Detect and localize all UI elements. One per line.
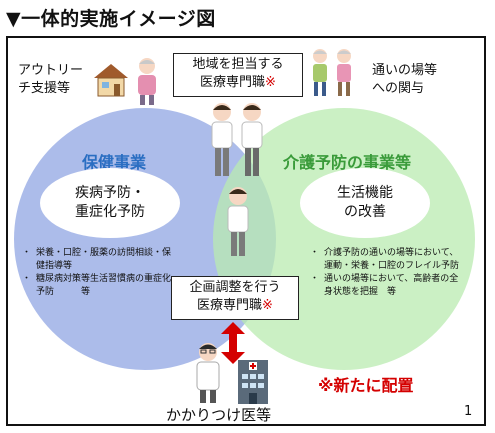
new-assignment-note: ※新たに配置 <box>318 376 414 395</box>
regional-box-line1: 地域を担当する <box>192 57 284 72</box>
disease-prevention-line: 重症化予防 <box>75 204 145 220</box>
care-prevention-title: 介護予防の事業等 <box>283 153 412 172</box>
family-doctor-label: かかりつけ医等 <box>166 406 272 424</box>
planning-box-mark: ※ <box>262 298 273 313</box>
list-item: 介護予防の通いの場等において、運動・栄養・口腔のフレイル予防 <box>310 247 462 273</box>
regional-box-line2: 医療専門職 <box>200 75 266 90</box>
house-icon <box>94 64 128 97</box>
disease-prevention-line: 疾病予防・ <box>75 185 145 201</box>
regional-professional-box: 地域を担当する 医療専門職※ <box>173 53 303 97</box>
list-item: 栄養・口腔・服薬の訪問相談・保健指導等 <box>22 247 174 273</box>
double-arrow-icon <box>221 322 245 364</box>
nurse-icon <box>227 187 249 256</box>
community-label-line: 通いの場等 <box>372 63 438 78</box>
care-prevention-bullets: 介護予防の通いの場等において、運動・栄養・口腔のフレイル予防 通いの場等において… <box>310 247 462 299</box>
planning-box-line2-wrap: 医療専門職※ <box>178 297 292 315</box>
planning-box-line2: 医療専門職 <box>197 298 263 313</box>
health-program-bullets: 栄養・口腔・服薬の訪問相談・保健指導等 糖尿病対策等生活習慣病の重症化予防 等 <box>22 247 174 299</box>
function-improvement-line: の改善 <box>344 204 386 220</box>
regional-box-mark: ※ <box>265 75 276 90</box>
hospital-building-icon <box>238 360 268 404</box>
page-title: ▼一体的実施イメージ図 <box>6 8 216 30</box>
outreach-label-line: チ支援等 <box>18 81 71 96</box>
list-item: 通いの場等において、高齢者の全身状態を把握 等 <box>310 273 462 299</box>
outreach-label: アウトリー チ支援等 <box>18 62 83 98</box>
planning-box-line1: 企画調整を行う <box>189 280 281 295</box>
outreach-label-line: アウトリー <box>18 63 84 78</box>
list-item: 糖尿病対策等生活習慣病の重症化予防 等 <box>22 273 174 299</box>
nurse-icon <box>211 103 263 176</box>
function-improvement-ellipse: 生活機能 の改善 <box>300 168 430 238</box>
elderly-couple-walking-icon <box>313 49 351 96</box>
elderly-person-icon <box>138 58 156 105</box>
doctor-icon <box>196 343 220 403</box>
planning-professional-box: 企画調整を行う 医療専門職※ <box>171 276 299 320</box>
diagram-frame <box>6 36 486 426</box>
community-involvement-label: 通いの場等 への関与 <box>372 62 437 98</box>
health-program-title: 保健事業 <box>82 153 147 172</box>
function-improvement-line: 生活機能 <box>337 185 393 201</box>
page-number: 1 <box>464 404 473 419</box>
community-label-line: への関与 <box>372 81 425 96</box>
disease-prevention-ellipse: 疾病予防・ 重症化予防 <box>40 168 180 238</box>
regional-box-line2-wrap: 医療専門職※ <box>180 74 296 92</box>
